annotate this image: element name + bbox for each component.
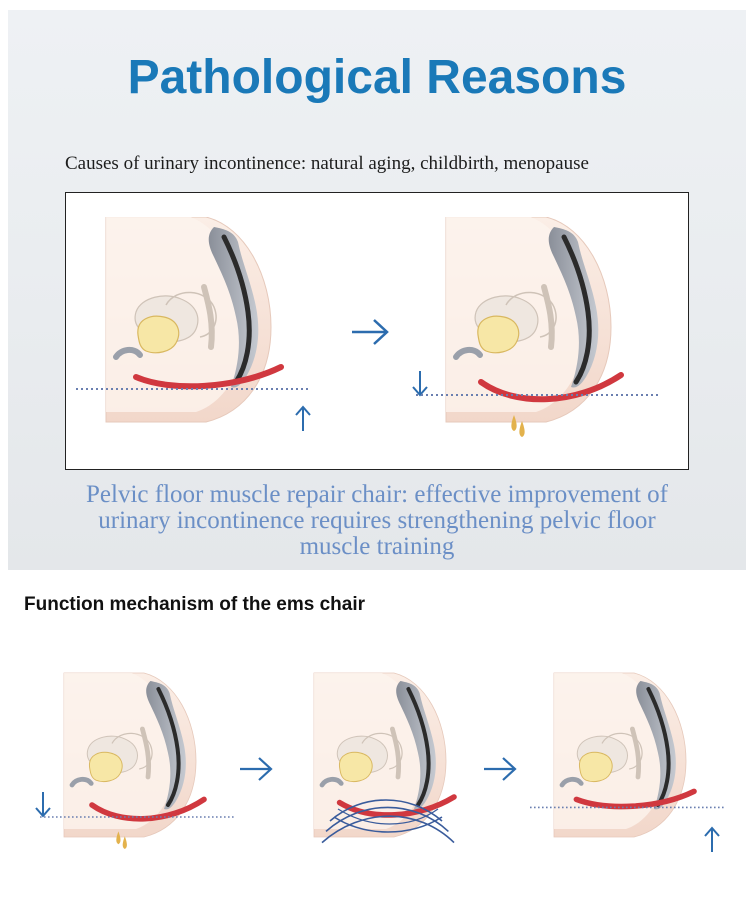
chair-caption: Pelvic floor muscle repair chair: effect… [8, 482, 746, 560]
mechanism-heading: Function mechanism of the ems chair [24, 594, 366, 615]
caption-line: Pelvic floor muscle repair chair: effect… [86, 481, 668, 508]
causes-subtitle: Causes of urinary incontinence: natural … [65, 153, 589, 174]
normal-pelvic-floor-diagram [76, 217, 311, 447]
comparison-frame [65, 192, 689, 470]
caption-line: urinary incontinence requires strengthen… [98, 507, 656, 534]
pathological-reasons-panel: Pathological Reasons Causes of urinary i… [8, 10, 746, 570]
right-arrow-icon [240, 757, 273, 781]
right-arrow-icon [484, 757, 517, 781]
page-title: Pathological Reasons [127, 51, 627, 104]
up-arrow-icon [295, 405, 311, 431]
right-arrow-icon [352, 319, 389, 345]
up-arrow-icon [704, 826, 720, 852]
weak-muscle-diagram [40, 672, 236, 849]
down-arrow-icon [35, 792, 51, 818]
ems-stimulation-diagram [290, 672, 457, 844]
caption-line: muscle training [299, 533, 455, 560]
strengthened-muscle-diagram [530, 672, 726, 862]
down-arrow-icon [412, 371, 428, 397]
weakened-pelvic-floor-diagram [416, 217, 661, 437]
